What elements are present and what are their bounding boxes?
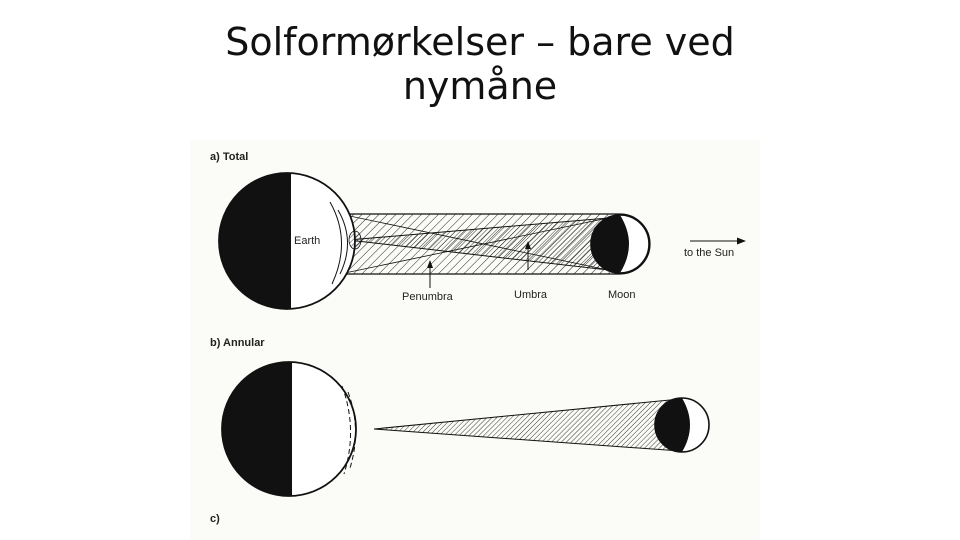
penumbra-pointer-arrow <box>427 260 433 288</box>
umbra-pointer-arrow <box>525 241 531 270</box>
earth-globe-total <box>218 172 362 310</box>
panel-a-heading: a) Total <box>210 151 248 163</box>
moon-label: Moon <box>608 289 636 301</box>
slide-title: Solformørkelser – bare ved nymåne <box>0 20 960 108</box>
earth-label: Earth <box>294 235 320 247</box>
sun-direction-label: to the Sun <box>684 247 734 259</box>
eclipse-diagram-svg: a) Total Earth Penumbra <box>210 151 746 525</box>
panel-b-heading: b) Annular <box>210 337 265 349</box>
annular-shadow-cone <box>373 398 681 452</box>
earth-globe-annular <box>221 361 357 497</box>
slide-title-line-2: nymåne <box>402 64 558 108</box>
sun-direction-arrow <box>690 237 746 245</box>
slide-title-line-1: Solformørkelser – bare ved <box>225 20 735 64</box>
moon-annular <box>654 397 710 453</box>
penumbra-label: Penumbra <box>402 291 454 303</box>
moon-total <box>590 214 650 274</box>
panel-c-heading: c) <box>210 513 220 525</box>
eclipse-diagram: a) Total Earth Penumbra <box>190 140 760 540</box>
umbra-label: Umbra <box>514 289 548 301</box>
